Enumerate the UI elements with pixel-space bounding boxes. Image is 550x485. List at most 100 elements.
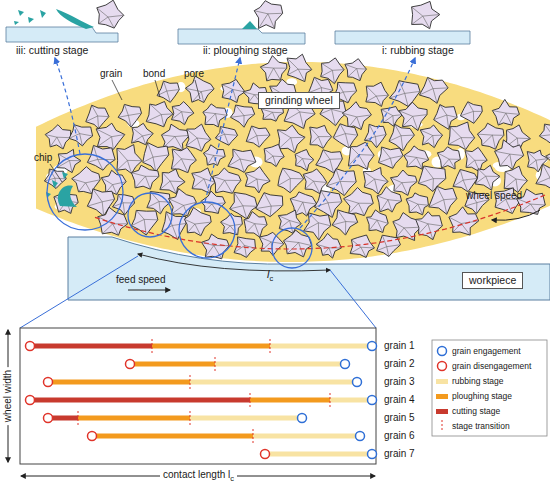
dashed-arrow [205,58,240,202]
box-text: grinding wheel [265,94,333,107]
abrasive-grain [244,212,267,238]
text-label: wheel speed [466,190,522,202]
grain-facet [486,176,500,177]
grain-facet [404,228,415,241]
grain-facet [284,112,300,121]
grain-facet [244,116,245,128]
stage-bars [26,339,377,459]
abrasive-grain [117,145,142,174]
grain-facet [243,206,247,219]
grain-facet [290,178,303,179]
abrasive-grain [465,147,487,171]
grain-facet [212,204,219,213]
grain-facet [123,203,125,215]
grain-facet [388,200,392,212]
engagement-marker [356,432,365,441]
grain-facet [486,176,492,190]
grain-facet [254,11,268,14]
grain-facet [448,138,461,145]
grain-facet [377,196,388,200]
grain-facet [380,200,388,212]
grain-facet [528,160,537,167]
chip-shape [58,186,77,207]
abrasive-grain [350,235,374,258]
grain-facet [283,168,291,178]
grain-facet [159,202,161,214]
abrasive-grain [333,124,358,148]
abrasive-grain [477,123,504,149]
grain-facet [287,243,298,254]
grain-facet [343,92,348,103]
abrasive-grain [278,210,301,233]
grain-facet [172,107,181,112]
abrasive-grain [495,140,524,170]
text-label: iii: cutting stage [16,44,88,56]
grain-facet [546,156,550,162]
grain-facet [58,154,69,161]
grain-facet [357,68,367,70]
grain-facet [321,70,333,76]
grain-facet [225,180,233,193]
grain-facet [96,129,112,137]
grain-facet [182,112,194,113]
grain-facet [387,247,389,257]
grain-facet [79,183,86,192]
grain-facet [348,155,358,166]
grain-facet [449,217,461,223]
grain-facet [221,222,231,226]
grain-facet [320,109,332,114]
grain-facet [316,159,330,165]
grain-facet [112,135,125,137]
grain-facet [74,125,80,134]
grain-facet [536,160,538,172]
grain-facet [315,203,329,207]
grain-facet [447,115,457,117]
leader-line [50,80,200,182]
grain-facet [108,17,114,28]
abrasive-grain [157,81,179,102]
grain-facet [318,137,323,149]
grain-facet [406,199,418,204]
zoom-circle [128,193,172,237]
grain-facet [69,134,80,139]
inset-grains [97,0,440,29]
grain-facet [310,127,319,137]
workpiece-slab [6,27,118,42]
legend-text: ploughing stage [452,390,512,402]
abrasive-grain [348,142,374,169]
grain-facet [144,219,158,220]
grain-facet [418,204,423,215]
grain-facet [225,180,241,181]
grain-facet [498,113,506,125]
grain-facet [336,169,340,182]
grain-facet [246,224,255,233]
grain-facet [340,124,345,134]
grain-facet [323,150,330,160]
grain-facet [536,178,550,184]
grain-facet [492,111,506,114]
grain-facet [381,109,393,115]
grain-facet [521,204,531,212]
grain-facet [539,135,550,137]
grain-facet [393,222,404,228]
grain-facet [192,173,204,179]
grain-facet [128,113,141,115]
label-subscript: c [269,274,273,283]
grain-facet [310,137,318,145]
grain-facet [225,134,229,145]
grain-facet [428,77,433,88]
grain-facet [404,156,416,158]
abrasive-grain [419,77,448,103]
abrasive-grain [57,149,81,172]
grain-facet [314,77,321,87]
abrasive-grain [345,59,367,81]
text-label: grain 3 [384,376,415,388]
grain-facet [402,183,408,196]
grain-facet [45,135,57,138]
grain-facet [268,13,283,15]
grain-facet [506,199,513,213]
grain-facet [97,137,111,147]
grain-facet [424,166,434,179]
grain-facet [478,169,486,176]
